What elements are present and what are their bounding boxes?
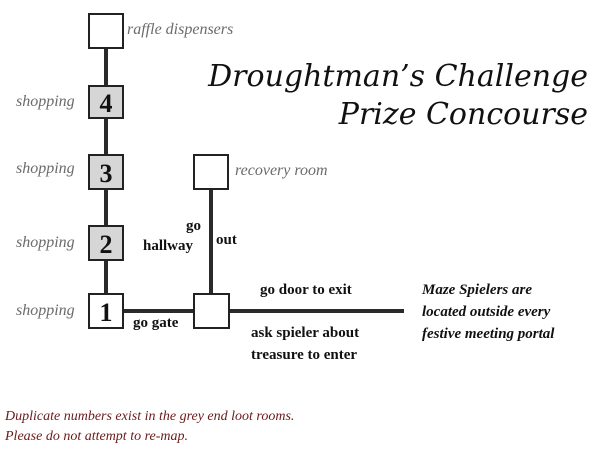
room-gate-junction [193,293,230,329]
title-line-2: Prize Concourse [338,97,588,132]
label-go-hallway-2: hallway [143,238,194,254]
footer-note-line-2: Please do not attempt to re-map. [4,429,188,444]
room-number-3: 3 [100,159,113,188]
room-recovery [193,154,229,190]
label-go-door-to-exit: go door to exit [260,282,352,298]
room-number-1: 1 [100,298,113,327]
label-ask-spieler-2: treasure to enter [251,347,357,363]
spieler-note-line-2: located outside every [422,304,551,320]
room-number-4: 4 [100,89,113,118]
label-ask-spieler-1: ask spieler about [251,325,359,341]
room-number-2: 2 [100,230,113,259]
title-line-1: Droughtman’s Challenge [207,59,588,94]
room-raffle-dispensers [88,13,124,49]
label-raffle-dispensers: raffle dispensers [127,21,233,38]
room-loot-2 [88,225,124,261]
label-go-hallway-1: go [186,218,201,234]
label-recovery-room: recovery room [235,162,328,179]
room-loot-4 [88,85,124,119]
footer-note-line-1: Duplicate numbers exist in the grey end … [4,409,294,424]
label-go-gate: go gate [133,315,179,331]
label-shopping-2: shopping [16,234,75,251]
label-out: out [216,232,237,248]
label-shopping-3: shopping [16,160,75,177]
room-loot-1 [88,293,124,329]
spieler-note-line-3: festive meeting portal [422,326,555,342]
room-loot-3 [88,154,124,190]
label-shopping-1: shopping [16,302,75,319]
spieler-note-line-1: Maze Spielers are [421,282,532,298]
label-shopping-4: shopping [16,93,75,110]
